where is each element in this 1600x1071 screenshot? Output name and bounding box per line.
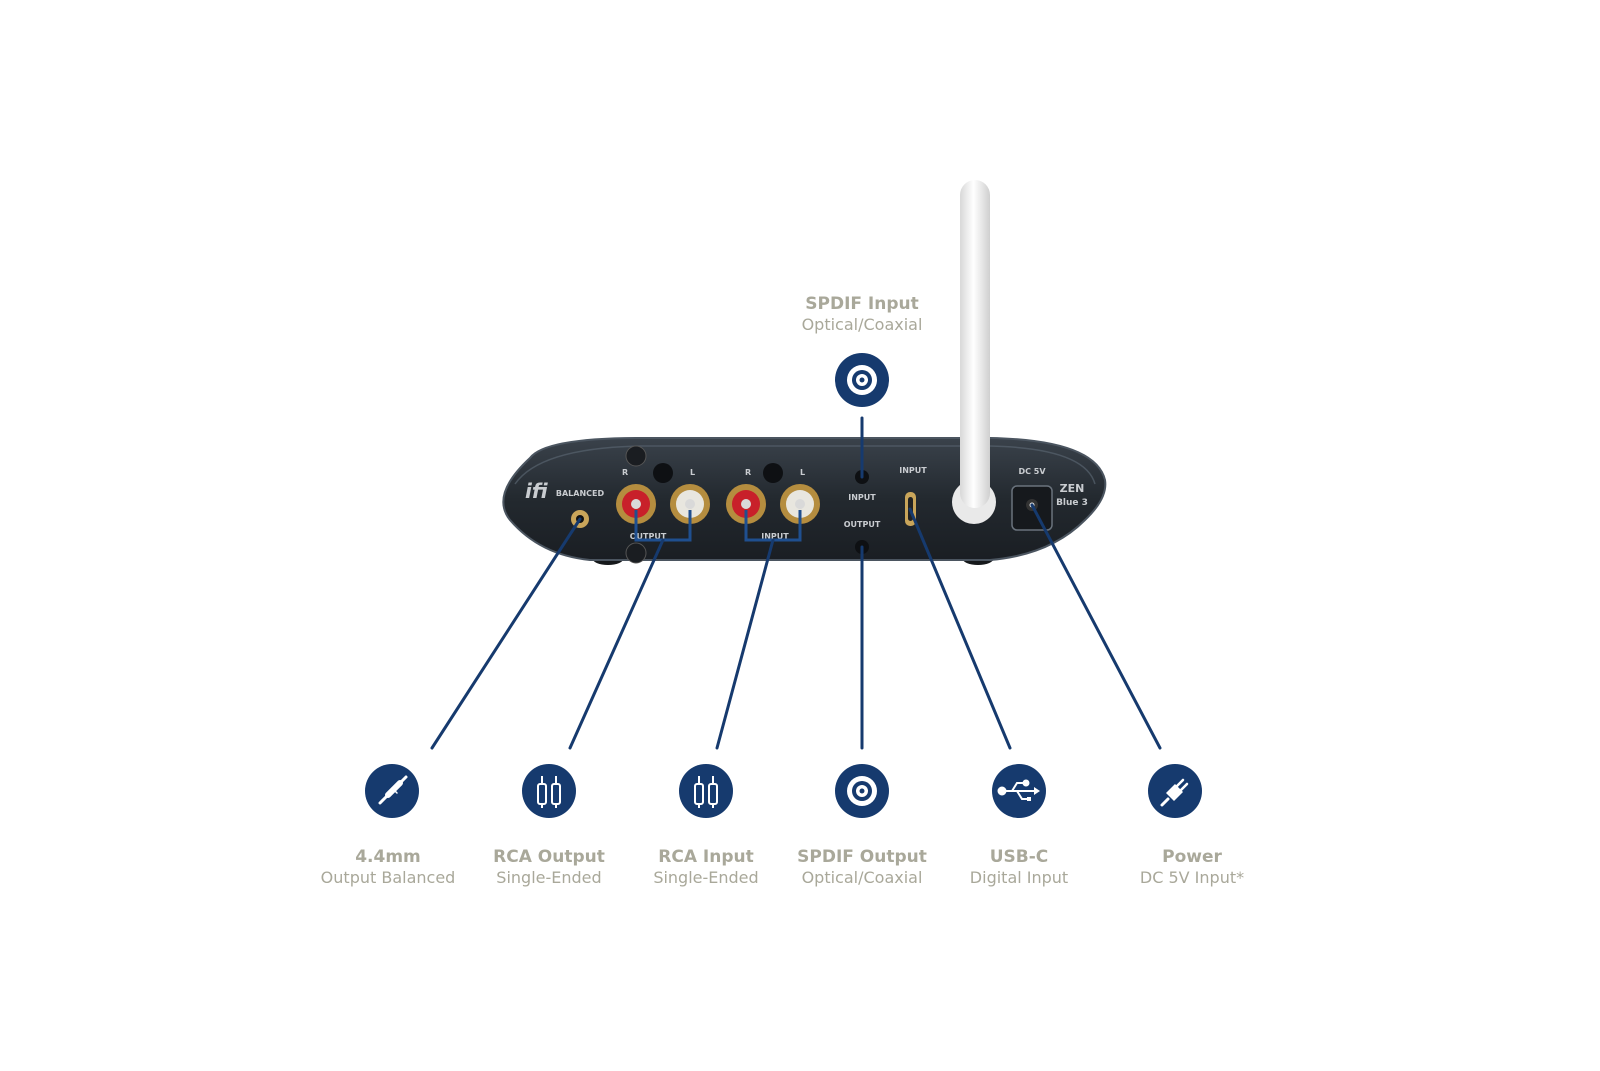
callout-subtitle: Output Balanced	[320, 868, 456, 888]
rca-input-icon-badge	[679, 764, 733, 818]
spdif-output-label: OUTPUT	[844, 520, 881, 529]
spdif-output-icon-badge	[835, 764, 889, 818]
rca-output-callout: RCA Output Single-Ended	[493, 847, 605, 888]
connector-lines	[430, 416, 1162, 750]
callout-subtitle: Single-Ended	[653, 868, 759, 888]
spdif-output-callout: SPDIF Output Optical/Coaxial	[797, 847, 927, 888]
spdif-input-callout: SPDIF Input Optical/Coaxial	[802, 294, 923, 335]
rca-output-r-label: R	[622, 468, 628, 477]
callout-title: RCA Input	[658, 847, 754, 867]
usb-c-callout: USB-C Digital Input	[970, 847, 1068, 888]
balanced-jack-icon	[378, 775, 408, 805]
callout-subtitle: Single-Ended	[496, 868, 602, 888]
rca-input-r-label: R	[745, 468, 751, 477]
callout-subtitle: Optical/Coaxial	[801, 315, 923, 335]
rca-input-label: INPUT	[761, 532, 789, 541]
callout-title: 4.4mm	[355, 847, 421, 867]
callout-subtitle: Optical/Coaxial	[801, 868, 923, 888]
connector-line	[568, 538, 665, 750]
dc-label: DC 5V	[1018, 467, 1046, 476]
connector-line	[715, 538, 775, 750]
power-icon-badge	[1148, 764, 1202, 818]
rca-output-label: OUTPUT	[630, 532, 667, 541]
rca-input-pair	[726, 463, 820, 524]
connector-line	[1030, 503, 1162, 750]
rca-output-l-label: L	[690, 468, 695, 477]
callout-title: SPDIF Output	[797, 847, 927, 867]
rca-plugs-icon	[537, 776, 561, 808]
brand-logo: ifi	[525, 479, 548, 503]
rca-output-icon-badge	[522, 764, 576, 818]
connector-line	[430, 517, 582, 750]
antenna	[952, 180, 996, 524]
balanced-output-icon-badge	[365, 764, 419, 818]
connector-line	[908, 507, 1012, 750]
rca-output-pair	[616, 445, 710, 564]
model-name-line1: ZEN	[1060, 482, 1085, 495]
optical-port-icon	[847, 365, 877, 395]
usb-icon	[997, 779, 1040, 801]
balanced-output-callout: 4.4mm Output Balanced	[321, 847, 456, 888]
power-callout: Power DC 5V Input*	[1140, 847, 1244, 888]
callout-subtitle: DC 5V Input*	[1139, 868, 1245, 888]
usb-c-icon-badge	[992, 764, 1046, 818]
rca-input-l-label: L	[800, 468, 805, 477]
spdif-input-label: INPUT	[848, 493, 876, 502]
balanced-label: BALANCED	[556, 489, 605, 498]
callout-subtitle: Digital Input	[969, 868, 1069, 888]
rca-input-callout: RCA Input Single-Ended	[653, 847, 758, 888]
model-name-line2: Blue 3	[1056, 498, 1088, 508]
optical-port-icon	[847, 776, 877, 806]
callout-title: USB-C	[989, 847, 1049, 867]
callout-title: SPDIF Input	[805, 294, 919, 314]
spdif-input-icon-badge	[835, 353, 889, 407]
callout-title: RCA Output	[493, 847, 605, 867]
rca-plugs-icon	[694, 776, 718, 808]
usb-input-label: INPUT	[899, 466, 927, 475]
power-plug-icon	[1160, 778, 1189, 807]
callout-title: Power	[1162, 847, 1222, 867]
